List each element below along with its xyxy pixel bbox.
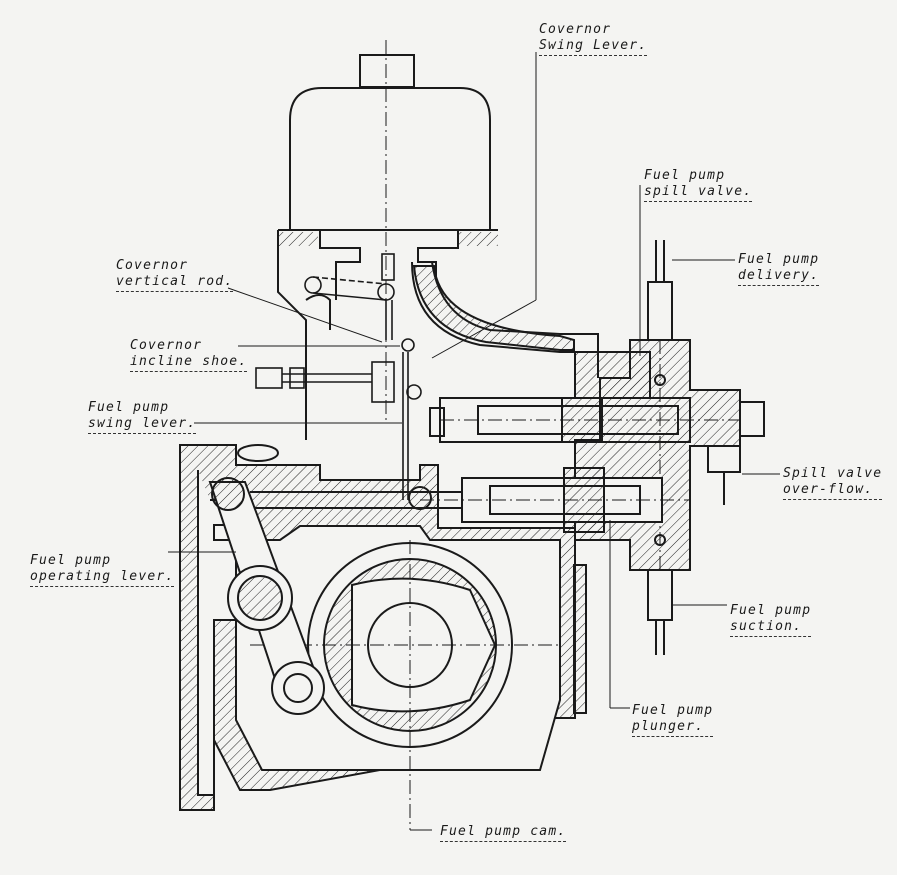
label-fuel-pump-spill-valve: Fuel pump spill valve. [644, 168, 753, 202]
plunger-barrel [250, 467, 690, 533]
label-governor-vertical-rod: Covernor vertical rod. [116, 258, 234, 292]
label-line: Fuel pump [88, 400, 170, 415]
operating-lever [208, 477, 325, 715]
governor-neck [277, 229, 498, 440]
label-line: Fuel pump cam. [440, 824, 567, 842]
leader-lines [168, 52, 780, 831]
label-line: Fuel pump [738, 252, 820, 267]
label-fuel-pump-cam: Fuel pump cam. [440, 824, 567, 842]
pump-head [574, 240, 765, 655]
label-line: Covernor [539, 22, 612, 37]
governor-linkage [304, 253, 422, 500]
label-line: Spill valve [783, 466, 883, 481]
label-line: operating lever. [30, 569, 175, 587]
adjusting-screw [255, 367, 372, 389]
label-line: delivery. [738, 268, 820, 286]
label-line: Covernor [130, 338, 203, 353]
label-spill-valve-overflow: Spill valve over-flow. [783, 466, 883, 500]
label-line: Fuel pump [632, 703, 714, 718]
label-line: plunger. [632, 719, 714, 737]
swing-lever-casing [411, 261, 599, 385]
cam-assembly [250, 540, 560, 830]
label-fuel-pump-operating-lever: Fuel pump operating lever. [30, 553, 175, 587]
label-line: suction. [730, 619, 812, 637]
label-fuel-pump-plunger: Fuel pump plunger. [632, 703, 714, 737]
label-line: Fuel pump [730, 603, 812, 618]
label-line: swing lever. [88, 416, 197, 434]
label-fuel-pump-suction: Fuel pump suction. [730, 603, 812, 637]
label-line: Covernor [116, 258, 189, 273]
label-line: over-flow. [783, 482, 883, 500]
label-fuel-pump-swing-lever: Fuel pump swing lever. [88, 400, 197, 434]
label-line: Fuel pump [644, 168, 726, 183]
label-line: Fuel pump [30, 553, 112, 568]
label-governor-incline-shoe: Covernor incline shoe. [130, 338, 248, 372]
label-fuel-pump-delivery: Fuel pump delivery. [738, 252, 820, 286]
label-line: Swing Lever. [539, 38, 648, 56]
label-line: vertical rod. [116, 274, 234, 292]
label-line: incline shoe. [130, 354, 248, 372]
label-line: spill valve. [644, 184, 753, 202]
governor-housing [289, 40, 491, 420]
label-governor-swing-lever: Covernor Swing Lever. [539, 22, 648, 56]
